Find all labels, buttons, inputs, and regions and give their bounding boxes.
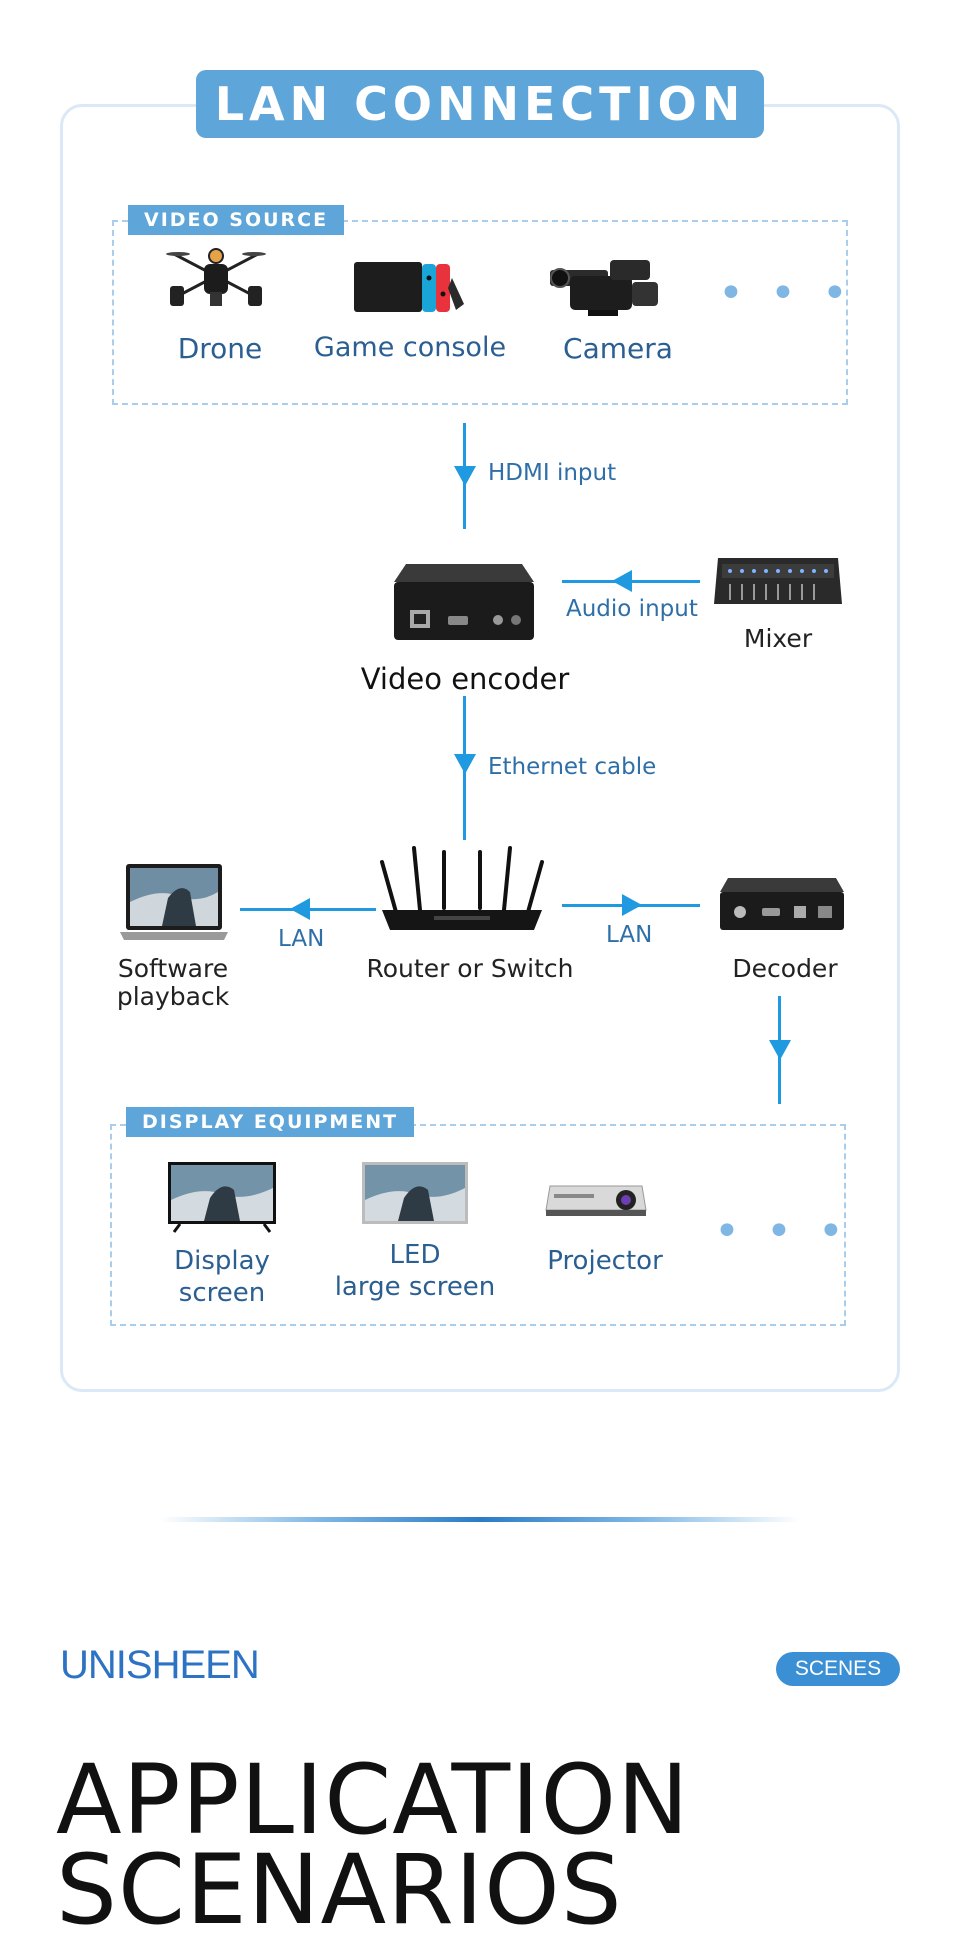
audio-input-label: Audio input [566, 596, 698, 622]
router-label: Router or Switch [366, 954, 574, 983]
game-console-icon [354, 262, 464, 312]
game-console-label: Game console [313, 332, 507, 363]
audio-arrowhead [612, 570, 632, 592]
hdmi-arrowhead [454, 466, 476, 486]
video-source-tag: VIDEO SOURCE [128, 205, 345, 235]
led-large-screen-label-line2: large screen [334, 1272, 496, 1302]
projector-label: Projector [547, 1246, 663, 1276]
application-title-line2: SCENARIOS [56, 1834, 623, 1946]
display-screen-icon [168, 1162, 276, 1233]
display-screen-label-line2: screen [178, 1278, 266, 1308]
led-large-screen-label-line1: LED [389, 1240, 441, 1270]
video-encoder-label: Video encoder [360, 662, 570, 696]
video-source-group [112, 220, 848, 405]
diagram-title: LAN CONNECTION [196, 70, 764, 138]
software-playback-label-line2: playback [116, 982, 230, 1011]
mixer-label: Mixer [743, 624, 813, 653]
brand-logo: UNISHEEN [60, 1643, 260, 1687]
mixer-icon [714, 558, 842, 604]
display-screen-label-line1: Display [174, 1246, 270, 1276]
display-equipment-group [110, 1124, 846, 1326]
video-encoder-icon [394, 564, 534, 640]
ethernet-arrowhead [454, 754, 476, 774]
scenes-badge: SCENES [776, 1652, 900, 1686]
decoder-icon [720, 878, 844, 930]
led-large-screen-icon [362, 1162, 468, 1224]
decoder-arrowhead [769, 1040, 791, 1060]
ethernet-cable-label: Ethernet cable [488, 754, 657, 780]
projector-icon [545, 1185, 647, 1216]
drone-icon [166, 248, 266, 306]
more-sources-dots: • • • [718, 268, 854, 319]
drone-label: Drone [177, 332, 263, 365]
lan-right-label: LAN [606, 922, 653, 948]
lan-left-label: LAN [278, 926, 325, 952]
laptop-icon [120, 864, 228, 940]
lan-left-arrowhead [290, 898, 310, 920]
lan-right-arrowhead [622, 894, 642, 916]
display-equipment-tag: DISPLAY EQUIPMENT [126, 1107, 415, 1137]
section-divider [160, 1517, 800, 1522]
decoder-label: Decoder [732, 954, 838, 983]
camera-icon [550, 260, 658, 316]
more-displays-dots: • • • [714, 1206, 850, 1257]
camera-label: Camera [563, 332, 673, 365]
software-playback-label-line1: Software [117, 954, 229, 983]
application-title-line1: APPLICATION [56, 1744, 690, 1856]
hdmi-input-label: HDMI input [488, 460, 617, 486]
router-icon [380, 846, 544, 930]
